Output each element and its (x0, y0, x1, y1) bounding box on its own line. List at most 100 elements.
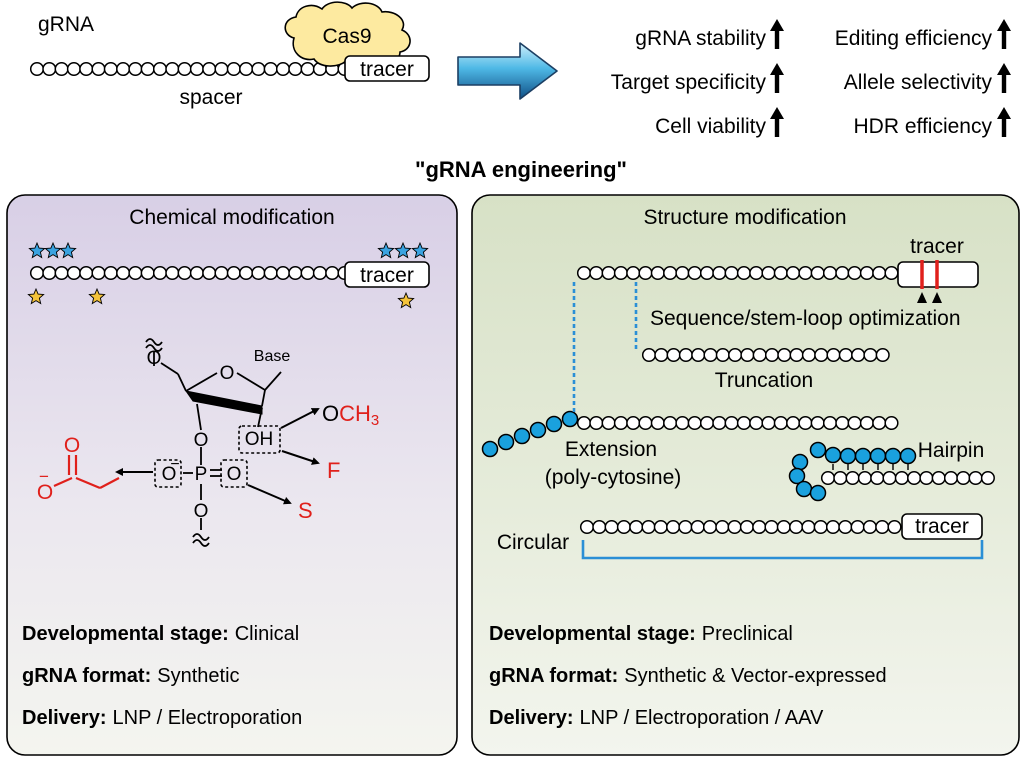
info-line: Delivery:LNP / Electroporation / AAV (489, 707, 824, 729)
modification-star-icon (28, 241, 46, 259)
nucleotide-bead (576, 265, 592, 281)
svg-text:−: − (170, 456, 179, 473)
tracer-label: tracer (360, 264, 414, 287)
nucleotide-bead (715, 347, 730, 363)
hairpin-bead (839, 447, 857, 465)
svg-text:O: O (220, 363, 235, 384)
dotted-connectors (572, 282, 638, 412)
nucleotide-bead (956, 470, 971, 486)
nucleotide-bead (202, 265, 217, 281)
nucleotide-bead (103, 265, 118, 281)
nucleotide-bead (761, 265, 776, 281)
modification-star-icon (397, 291, 415, 309)
nucleotide-bead (813, 519, 828, 535)
nucleotide-bead (650, 415, 665, 431)
nucleotide-bead (739, 519, 754, 535)
nucleotide-bead (884, 415, 899, 431)
nucleotide-bead (177, 61, 192, 77)
dotted-box-oh (238, 425, 281, 454)
nucleotide-bead (54, 61, 69, 77)
nucleotide-bead (638, 265, 653, 281)
benefit-list: gRNA stability Editing efficiency Target… (611, 27, 993, 138)
nucleotide-bead (629, 519, 644, 535)
nucleotide-bead (859, 415, 874, 431)
nucleotide-bead (641, 519, 656, 535)
nucleotide-bead (251, 61, 266, 77)
nucleotide-bead (884, 265, 899, 281)
carboxyl-group (53, 455, 120, 490)
nucleotide-bead (177, 265, 192, 281)
nucleotide-bead (576, 415, 592, 431)
nucleotide-bead (300, 61, 315, 77)
nucleotide-bead (165, 265, 180, 281)
modification-star-icon (394, 241, 412, 259)
sequence-optimization-label: Sequence/stem-loop optimization (650, 307, 961, 330)
nucleotide-bead (613, 415, 628, 431)
nucleotide-bead (275, 265, 291, 281)
nucleotide-bead (654, 347, 669, 363)
hairpin-bead (795, 480, 813, 498)
benefit-item: Cell viability (655, 115, 766, 138)
nucleotide-bead (613, 265, 628, 281)
caret-icon (932, 292, 942, 303)
info-line: Developmental stage:Clinical (22, 623, 299, 645)
nucleotide-structure (145, 338, 282, 547)
hairpin-bead (824, 446, 842, 464)
nucleotide-bead (786, 415, 801, 431)
tracer-top-label: tracer (910, 235, 964, 258)
nucleotide-bead (312, 265, 327, 281)
hairpin-bead (809, 441, 827, 459)
nucleotide-bead (703, 347, 718, 363)
nucleotide-bead (79, 61, 94, 77)
svg-text:O: O (194, 501, 209, 522)
up-arrow-shaft (1001, 117, 1007, 137)
nucleotide-bead (641, 347, 657, 363)
nucleotide-bead (202, 61, 217, 77)
grna-label: gRNA (38, 13, 94, 36)
svg-text:P: P (195, 464, 208, 485)
modification-star-icon (377, 241, 395, 259)
nucleotide-bead (761, 415, 776, 431)
nucleotide-bead (872, 265, 887, 281)
modification-stars (27, 241, 429, 309)
hairpin-bead (854, 447, 872, 465)
up-arrow-icon (770, 63, 784, 75)
big-right-arrow (457, 42, 558, 100)
nucleotide-bead (776, 519, 791, 535)
nucleotide-bead (724, 265, 739, 281)
nucleotide-bead (838, 519, 853, 535)
chemical-info: Developmental stage:Clinical gRNA format… (22, 623, 302, 729)
cytosine-bead (497, 433, 515, 451)
nucleotide-bead (728, 347, 743, 363)
nucleotide-bead (715, 519, 730, 535)
sulfur-label: S (298, 498, 313, 523)
nucleotide-bead (825, 519, 841, 535)
nucleotide-bead (601, 265, 616, 281)
up-arrow-shaft (774, 29, 780, 49)
nucleotide-bead (275, 61, 291, 77)
nucleotide-bead (850, 519, 865, 535)
up-arrow-shaft (1001, 73, 1007, 93)
hairpin-bead (788, 467, 806, 485)
nucleotide-bead (847, 415, 862, 431)
nucleotide-bead (822, 265, 838, 281)
nucleotide-bead (601, 415, 616, 431)
nucleotide-bead (773, 415, 788, 431)
nucleotide-bead (91, 61, 106, 77)
nucleotide-bead (931, 470, 946, 486)
nucleotide-bead (740, 347, 755, 363)
nucleotide-bead (663, 415, 678, 431)
benefit-item: Target specificity (611, 71, 767, 94)
nucleotide-bead (626, 265, 641, 281)
nucleotide-bead (189, 61, 204, 77)
nucleotide-bead (835, 415, 850, 431)
nucleotide-bead (822, 415, 838, 431)
nucleotide-bead (626, 415, 641, 431)
nucleotide-bead (666, 347, 681, 363)
nucleotide-bead (789, 347, 804, 363)
nucleotide-bead (152, 265, 168, 281)
nucleotide-bead (702, 519, 718, 535)
nucleotide-bead (907, 470, 922, 486)
nucleotide-bead (789, 519, 804, 535)
nucleotide-bead (288, 265, 303, 281)
